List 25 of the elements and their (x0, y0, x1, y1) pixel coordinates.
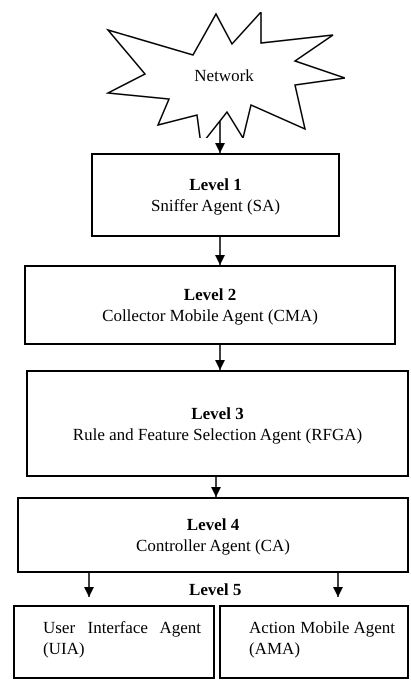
agent-name: Controller Agent (CA) (136, 535, 290, 556)
level-heading: Level 2 (184, 284, 236, 305)
agent-box (26, 370, 409, 477)
agent-box (24, 265, 396, 345)
agent-name: Action Mobile Agent (AMA) (249, 617, 395, 659)
agent-name: Collector Mobile Agent (CMA) (102, 305, 318, 326)
level-heading: Level 1 (189, 174, 242, 195)
network-starburst (103, 12, 345, 138)
level-heading: Level 3 (191, 402, 244, 424)
arrow (84, 573, 94, 597)
agent-box (219, 605, 409, 679)
agent-name: Rule and Feature Selection Agent (RFGA) (72, 424, 362, 444)
arrow (211, 477, 221, 497)
arrow (215, 120, 225, 153)
agent-name: Sniffer Agent (SA) (150, 195, 280, 216)
level-heading: Level 4 (186, 514, 240, 535)
arrow (333, 573, 343, 597)
agent-name: User Interface Agent (UIA) (43, 617, 201, 659)
agent-box (13, 605, 215, 679)
agent-box (17, 497, 409, 573)
arrow (215, 237, 225, 265)
network-label: Network (194, 64, 254, 86)
level-label: Level 5 (189, 580, 242, 600)
arrow (215, 345, 225, 370)
agent-box (91, 153, 340, 237)
